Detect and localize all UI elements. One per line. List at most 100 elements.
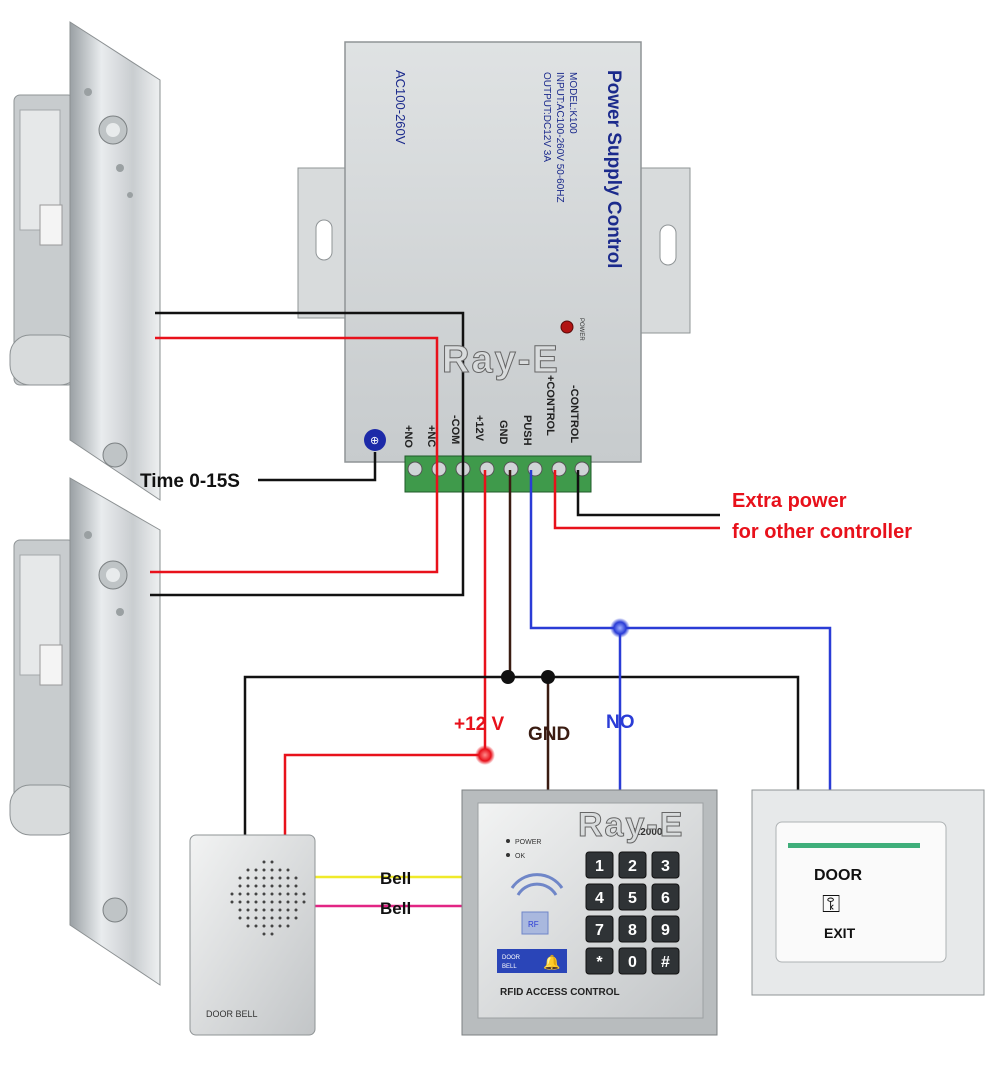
keypad-key[interactable]	[651, 851, 680, 879]
grille-hole	[262, 932, 266, 936]
wire-lock2-com	[150, 470, 465, 597]
psu-ac-label: AC100-260V	[393, 70, 408, 145]
grille-hole	[230, 892, 234, 896]
keypad-power-label: POWER	[515, 839, 541, 846]
grille-hole	[254, 884, 258, 888]
wire-gnd-bus	[243, 675, 800, 836]
bolt-lock-bottom	[9, 477, 161, 986]
grille-hole	[246, 884, 250, 888]
junction-dots	[475, 618, 630, 765]
key-icon: ⚿	[822, 891, 840, 918]
door-bell-key[interactable]	[497, 949, 567, 973]
grille-hole	[254, 868, 258, 872]
keypad-key[interactable]	[618, 947, 647, 975]
speaker-grille	[230, 860, 306, 936]
v12-label: +12 V	[454, 714, 505, 735]
keypad-key[interactable]	[618, 915, 647, 943]
keypad-key[interactable]	[585, 947, 614, 975]
keypad-key[interactable]	[651, 947, 680, 975]
grille-hole	[262, 892, 266, 896]
grille-hole	[238, 900, 242, 904]
grille-hole	[262, 868, 266, 872]
terminal-labels: +NO +NC -COM +12V GND PUSH +CONTROL -CON…	[402, 375, 580, 448]
grille-hole	[270, 860, 274, 864]
grille-hole	[302, 892, 306, 896]
junction-dot	[610, 618, 630, 638]
grille-hole	[238, 892, 242, 896]
keypad-key[interactable]	[651, 915, 680, 943]
power-supply-unit: Power Supply Control MODEL:K100 INPUT:AC…	[297, 41, 691, 493]
timer-knob-icon[interactable]	[364, 429, 386, 451]
grille-hole	[294, 908, 298, 912]
junction-dot	[501, 670, 515, 684]
gnd-label: GND	[528, 724, 570, 745]
grille-hole	[270, 876, 274, 880]
watermark-top: Ray-E	[442, 339, 560, 381]
terminal-label: +12V	[473, 415, 485, 442]
grille-hole	[262, 884, 266, 888]
wire-lock1-nc	[155, 336, 439, 470]
grille-hole	[246, 916, 250, 920]
grille-hole	[278, 900, 282, 904]
grille-hole	[262, 900, 266, 904]
door-bell-key-line1: DOOR	[502, 955, 521, 961]
keypad-ok-label: OK	[515, 853, 525, 860]
door-bell-caption: DOOR BELL	[206, 1009, 258, 1019]
exit-push-button[interactable]	[775, 821, 947, 963]
grille-hole	[270, 908, 274, 912]
grille-hole	[286, 884, 290, 888]
grille-hole	[246, 908, 250, 912]
keypad-key[interactable]	[585, 915, 614, 943]
psu-title: Power Supply Control	[603, 70, 624, 268]
psu-input: INPUT:AC100-260V 50-60HZ	[554, 72, 565, 203]
keypad-key[interactable]	[618, 851, 647, 879]
keypad-model: K2000	[633, 827, 663, 838]
grille-hole	[246, 868, 250, 872]
grille-hole	[278, 924, 282, 928]
wire-push	[529, 470, 832, 790]
grille-hole	[278, 884, 282, 888]
wire-12v-bell	[283, 753, 485, 838]
power-led	[560, 320, 574, 334]
grille-hole	[254, 900, 258, 904]
grille-hole	[254, 908, 258, 912]
exit-door-label: DOOR	[814, 867, 862, 884]
keypad-key[interactable]	[618, 883, 647, 911]
wire-extra-black	[576, 470, 720, 517]
bell-label-1: Bell	[380, 869, 411, 888]
grille-hole	[270, 924, 274, 928]
keypad-key-label: 7	[595, 922, 604, 939]
grille-hole	[294, 884, 298, 888]
keypad-key-label: #	[661, 954, 670, 971]
grille-hole	[286, 924, 290, 928]
keypad-key-label: 6	[661, 890, 670, 907]
grille-hole	[286, 868, 290, 872]
keypad-key[interactable]	[585, 883, 614, 911]
grille-hole	[286, 908, 290, 912]
keypad-key-label: 9	[661, 922, 670, 939]
rf-label: RF	[528, 920, 539, 929]
keypad-key[interactable]	[651, 883, 680, 911]
grille-hole	[254, 876, 258, 880]
keypad-key-label: *	[596, 954, 603, 971]
rfid-wave-icon	[510, 873, 564, 896]
grille-hole	[238, 916, 242, 920]
wire-lock1-com	[155, 311, 465, 470]
grille-hole	[238, 876, 242, 880]
bell-label-2: Bell	[380, 899, 411, 918]
grille-hole	[270, 884, 274, 888]
exit-button: DOOR ⚿ EXIT	[751, 789, 985, 996]
rf-badge	[521, 911, 549, 935]
grille-hole	[278, 876, 282, 880]
keypad-key[interactable]	[585, 851, 614, 879]
grille-hole	[270, 900, 274, 904]
grille-hole	[270, 932, 274, 936]
svg-text:⊕: ⊕	[370, 435, 379, 447]
grille-hole	[278, 868, 282, 872]
grille-hole	[302, 900, 306, 904]
grille-hole	[238, 884, 242, 888]
psu-model: MODEL:K100	[567, 72, 578, 134]
grille-hole	[270, 916, 274, 920]
